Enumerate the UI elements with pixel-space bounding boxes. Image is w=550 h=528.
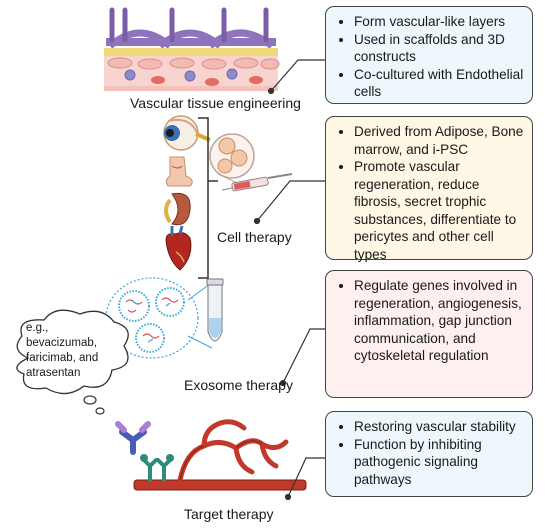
vascular-tissue-layers-icon [104, 7, 280, 91]
kidney-icon [164, 192, 191, 226]
antibody-icon [115, 421, 151, 455]
target-therapy-label: Target therapy [184, 506, 274, 522]
foot-icon [165, 156, 193, 187]
bullet-item: Regulate genes involved in regeneration,… [354, 277, 524, 365]
cell-therapy-bullets: Derived from Adipose, Bone marrow, and i… [336, 123, 524, 263]
target-therapy-box: Restoring vascular stability Function by… [325, 411, 533, 497]
cloud-line: e.g., [26, 322, 49, 334]
bullet-item: Derived from Adipose, Bone marrow, and i… [354, 123, 524, 158]
syringe-icon [221, 173, 293, 192]
cloud-line: atrasentan [26, 367, 81, 379]
exosome-therapy-box: Regulate genes involved in regeneration,… [325, 270, 533, 398]
stem-cell-petri-dish-icon [209, 133, 255, 189]
cell-therapy-box: Derived from Adipose, Bone marrow, and i… [325, 116, 533, 263]
vascular-tissue-label: Vascular tissue engineering [130, 95, 301, 111]
exosome-vesicles-icon [105, 277, 213, 359]
vascular-tissue-box: Form vascular-like layers Used in scaffo… [325, 6, 533, 104]
exosome-therapy-label: Exosome therapy [184, 377, 293, 393]
example-drugs-cloud: e.g., bevacizumab, faricimab, and atrase… [26, 321, 126, 381]
connector-lines [253, 59, 325, 501]
cell-therapy-label: Cell therapy [217, 229, 292, 245]
bullet-item: Co-cultured with Endothelial cells [354, 66, 524, 101]
bullet-item: Promote vascular regeneration, reduce fi… [354, 158, 524, 263]
vascular-tissue-bullets: Form vascular-like layers Used in scaffo… [336, 13, 524, 101]
eye-icon [163, 115, 211, 151]
bullet-item: Used in scaffolds and 3D constructs [354, 31, 524, 66]
microcentrifuge-tube-icon [206, 278, 224, 342]
blood-vessel-network-icon [133, 419, 307, 491]
thought-cloud-icon [16, 309, 129, 415]
bullet-item: Function by inhibiting pathogenic signal… [354, 436, 524, 489]
bullet-item: Form vascular-like layers [354, 13, 524, 31]
exosome-therapy-bullets: Regulate genes involved in regeneration,… [336, 277, 524, 365]
cloud-line: bevacizumab, [26, 337, 97, 349]
heart-icon [165, 225, 192, 271]
target-therapy-bullets: Restoring vascular stability Function by… [336, 418, 524, 488]
cloud-line: faricimab, and [26, 352, 99, 364]
bullet-item: Restoring vascular stability [354, 418, 524, 436]
